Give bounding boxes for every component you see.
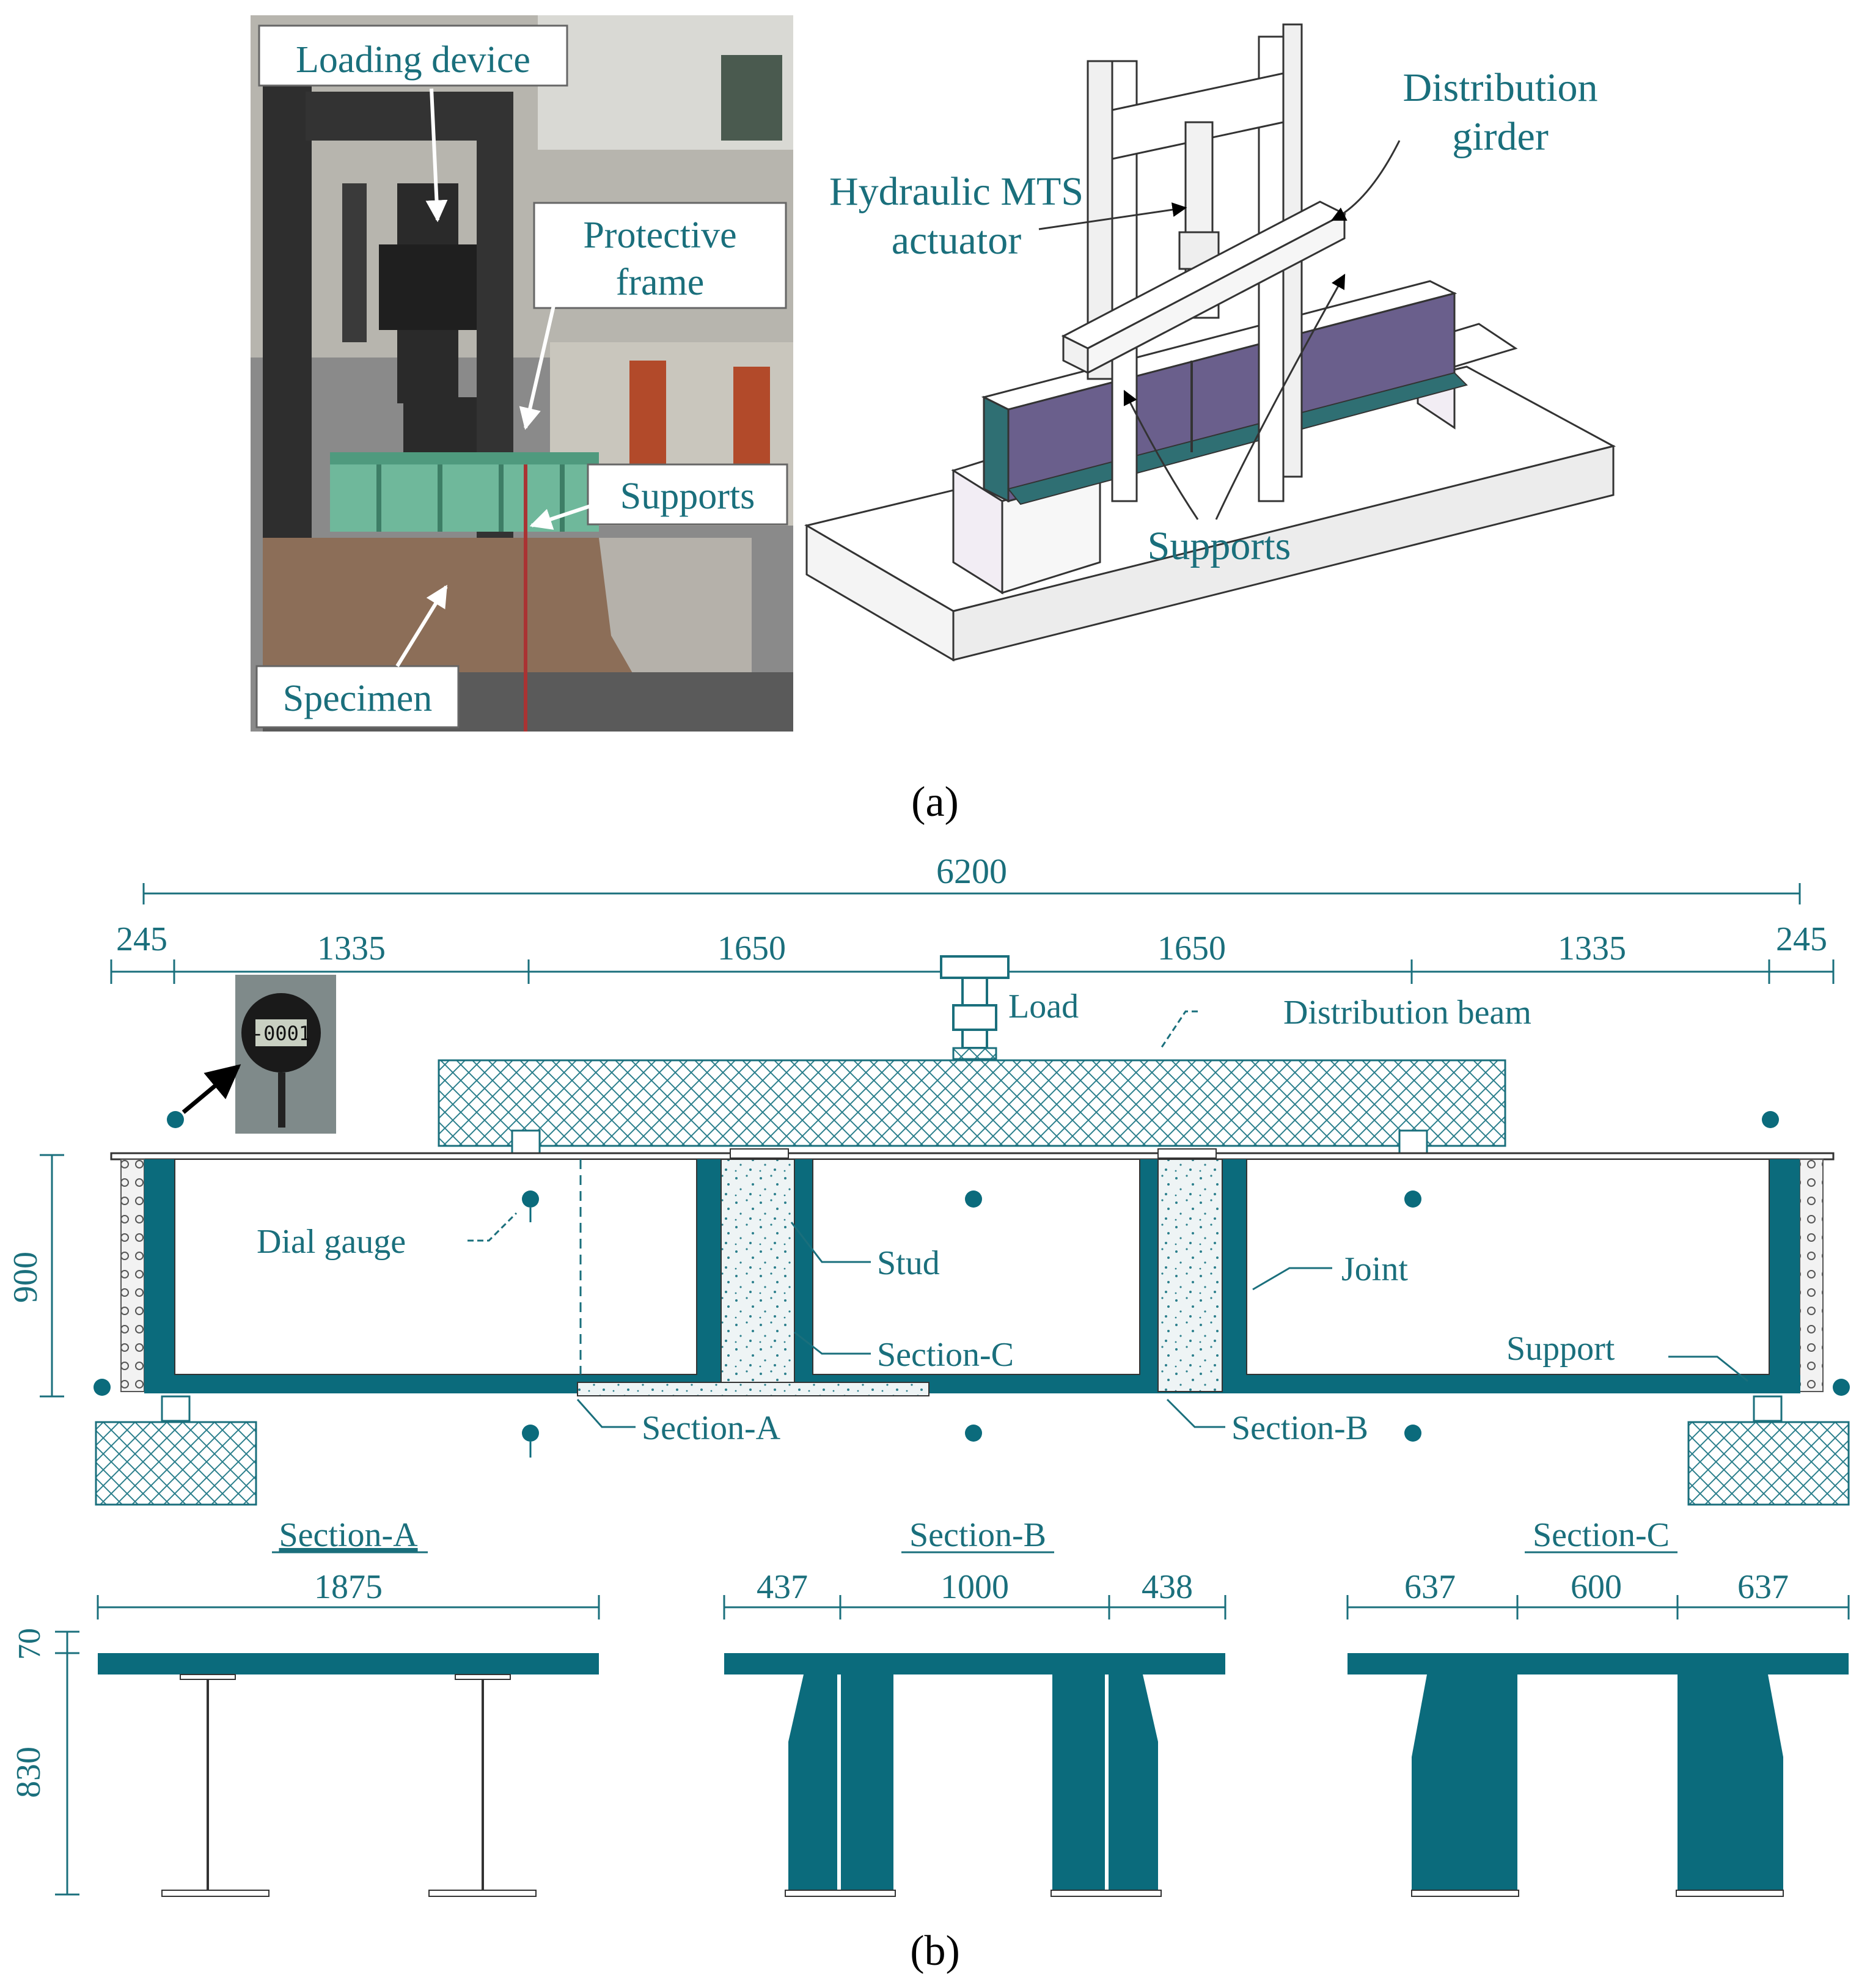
load-text: Load (1008, 988, 1079, 1025)
sec-c-w1: 637 (1404, 1568, 1456, 1606)
beam-bearing-left (511, 1129, 541, 1156)
section-a-shape (98, 1653, 599, 1897)
dim-245-left: 245 (116, 920, 167, 958)
dial-gauges (94, 1111, 1850, 1458)
sec-b-w3: 438 (1142, 1568, 1193, 1606)
height-dimension: 900 (7, 1154, 64, 1398)
dial-gauge-photo: -0001 (182, 975, 336, 1134)
test-setup-render: Distribution girder Hydraulic MTS actuat… (804, 23, 1616, 662)
section-c-title: Section-C (1533, 1516, 1670, 1554)
render-supports-text: Supports (1148, 524, 1291, 568)
sec-b-w1: 437 (757, 1568, 808, 1606)
top-dimension-lines: 6200 245 1335 1650 1650 1335 245 (110, 851, 1835, 984)
loading-device-text: Loading device (296, 39, 530, 81)
protective-frame-text-1: Protective (583, 215, 736, 256)
actuator-text-1: Hydraulic MTS (829, 169, 1084, 214)
distribution-girder-text-1: Distribution (1402, 65, 1597, 110)
section-b-text: Section-B (1231, 1409, 1368, 1447)
distribution-girder-text-2: girder (1452, 114, 1549, 159)
sec-h-top: 70 (12, 1628, 47, 1660)
gauge-display: -0001 (252, 1022, 310, 1045)
sec-b-w2: 1000 (941, 1568, 1009, 1606)
photo-supports-text: Supports (620, 475, 755, 517)
actuator-text-2: actuator (892, 218, 1022, 263)
section-a-text: Section-A (642, 1409, 781, 1447)
bottom-joint (577, 1382, 930, 1396)
lab-photo: Loading device Protective frame Supports… (251, 15, 793, 732)
photo-label-loading-device: Loading device (258, 24, 568, 87)
support-right (1687, 1395, 1850, 1506)
sec-h-web: 830 (10, 1747, 48, 1798)
section-c-text: Section-C (877, 1336, 1014, 1374)
support-left (95, 1395, 257, 1506)
end-plate-right (1799, 1159, 1824, 1392)
dim-1335-right: 1335 (1558, 930, 1626, 967)
specimen-text: Specimen (283, 678, 433, 719)
dim-1650-right: 1650 (1157, 930, 1226, 967)
dial-gauge-text: Dial gauge (257, 1223, 406, 1261)
section-b-shape (724, 1653, 1225, 1897)
photo-label-supports: Supports (587, 463, 788, 526)
end-plate-left (120, 1159, 145, 1392)
dim-245-right: 245 (1776, 920, 1827, 958)
section-b-title: Section-B (909, 1516, 1046, 1554)
protective-frame-text-2: frame (616, 262, 705, 303)
distribution-beam (438, 1059, 1506, 1147)
dim-1650-left: 1650 (717, 930, 786, 967)
dim-900: 900 (7, 1252, 45, 1303)
dim-total: 6200 (936, 851, 1007, 891)
joint-section-b-side (1157, 1159, 1223, 1392)
beam-bearing-right (1398, 1129, 1428, 1156)
joint-text: Joint (1341, 1250, 1408, 1288)
section-c-shape (1348, 1653, 1849, 1897)
joint-section-a-side (721, 1159, 795, 1392)
section-a-title: Section-A (279, 1516, 418, 1554)
cross-section-titles: Section-A Section-B Section-C (272, 1516, 1678, 1554)
box-girder-elevation (144, 1159, 1800, 1393)
stud-text: Stud (877, 1244, 940, 1282)
load-assembly: Load (940, 955, 1079, 1060)
support-text: Support (1506, 1330, 1615, 1368)
sec-a-width: 1875 (314, 1568, 383, 1606)
distribution-beam-text: Distribution beam (1283, 994, 1531, 1032)
photo-label-protective-frame: Protective frame (533, 202, 787, 309)
sec-c-w2: 600 (1571, 1568, 1622, 1606)
sec-c-w3: 637 (1737, 1568, 1789, 1606)
photo-label-specimen: Specimen (255, 665, 460, 728)
section-dimensions: 1875 437 1000 438 637 600 637 70 830 (10, 1568, 1850, 1896)
deck-slab (110, 1152, 1835, 1161)
panel-b-label: (b) (910, 1927, 960, 1975)
dim-1335-left: 1335 (317, 930, 386, 967)
panel-a-label: (a) (911, 779, 959, 826)
